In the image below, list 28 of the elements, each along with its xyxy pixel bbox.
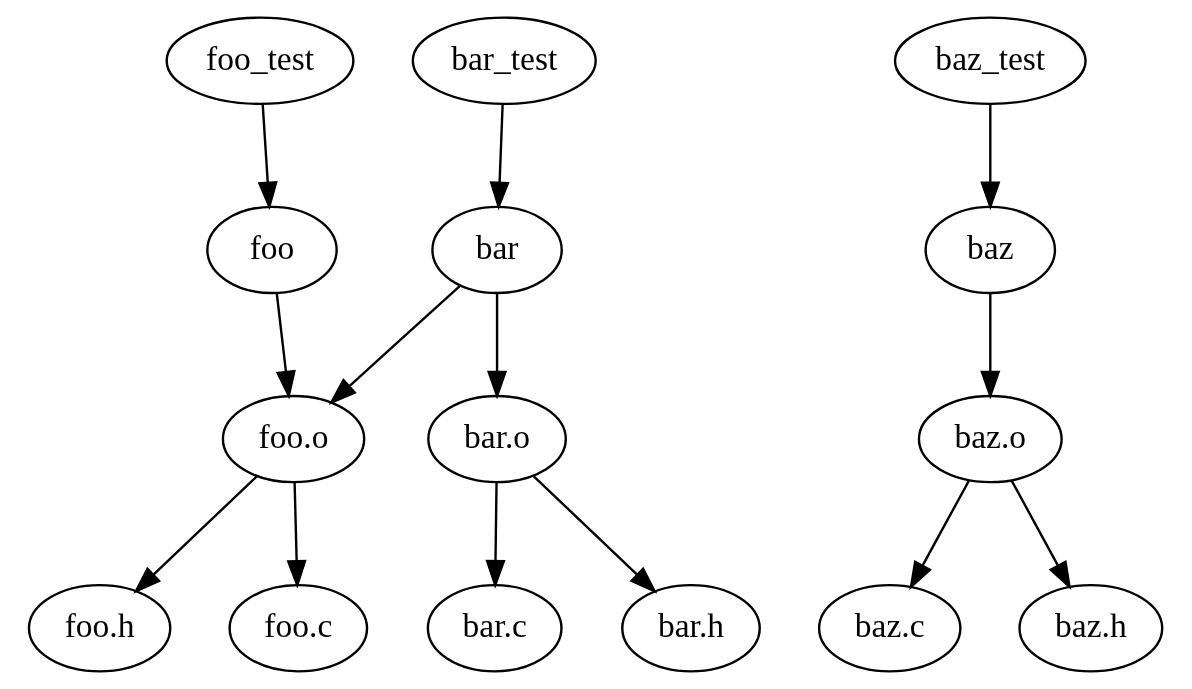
arrow [532, 475, 658, 594]
node-ellipse: bar.h [621, 583, 761, 673]
node-ellipse: baz.h [1018, 583, 1164, 673]
node-ellipse: bar_test [411, 16, 597, 106]
node-ellipse: bar [431, 205, 563, 295]
arrow [909, 480, 970, 590]
node-ellipse: foo.h [27, 583, 172, 673]
node-ellipse: baz.o [917, 394, 1063, 484]
node-ellipse: foo [206, 205, 338, 295]
arrow [980, 104, 1001, 211]
node-ellipse: baz_test [893, 16, 1087, 106]
arrow [286, 482, 307, 589]
arrow [487, 293, 508, 400]
arrow [980, 293, 1001, 400]
node-ellipse: foo.c [228, 583, 369, 673]
arrow [257, 104, 278, 211]
arrow [1010, 480, 1072, 590]
node-ellipse: foo.o [221, 394, 366, 484]
arrow [133, 475, 258, 594]
node-ellipse: baz.c [817, 583, 962, 673]
arrow [275, 293, 296, 400]
node-ellipse: bar.c [426, 583, 563, 673]
node-ellipse: bar.o [427, 394, 567, 484]
arrow [489, 104, 510, 211]
node-ellipse: foo_test [165, 16, 355, 106]
arrow [328, 285, 461, 405]
node-ellipse: baz [924, 205, 1057, 295]
arrow [485, 482, 506, 589]
